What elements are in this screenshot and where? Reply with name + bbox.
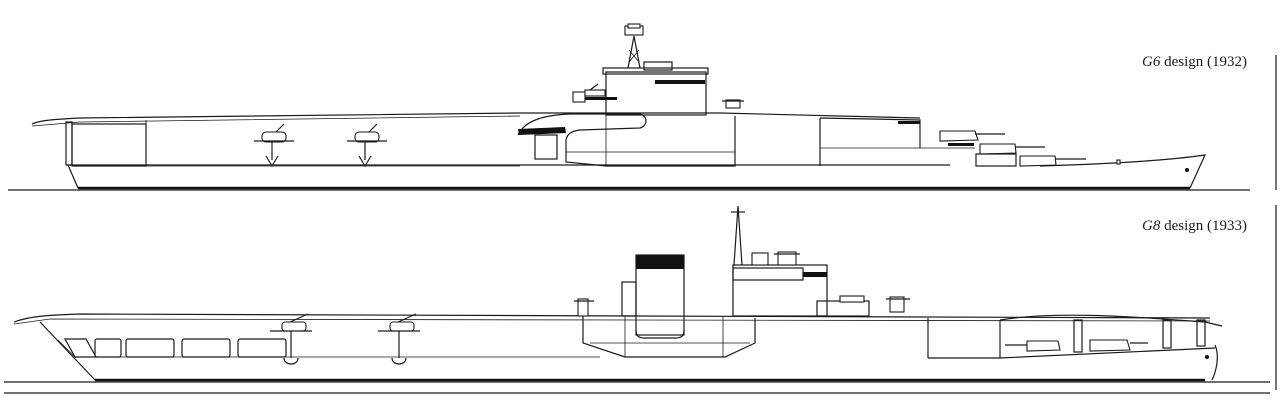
- g8-aa-mount-2: [378, 313, 420, 365]
- g8-island: [574, 205, 910, 358]
- g8-aa-mount-1: [270, 313, 312, 365]
- g8-hangar-windows: [63, 338, 287, 358]
- g6-design-caption: G6 design (1932): [1142, 54, 1247, 71]
- g6-aa-mount-1: [254, 123, 294, 168]
- g8-design-caption: G8 design (1933): [1142, 218, 1247, 235]
- g8-design-code: G8: [1142, 218, 1161, 234]
- g8-forward-battery: [927, 314, 1223, 381]
- g6-ship-profile: [8, 23, 1250, 191]
- g8-design-year: design (1933): [1160, 218, 1247, 234]
- g6-design-year: design (1932): [1160, 54, 1247, 70]
- g6-island: [517, 23, 744, 167]
- g6-aa-mount-2: [347, 123, 387, 168]
- g6-main-battery: [819, 117, 1121, 167]
- g6-design-code: G6: [1142, 54, 1161, 70]
- g8-ship-profile: [4, 205, 1270, 394]
